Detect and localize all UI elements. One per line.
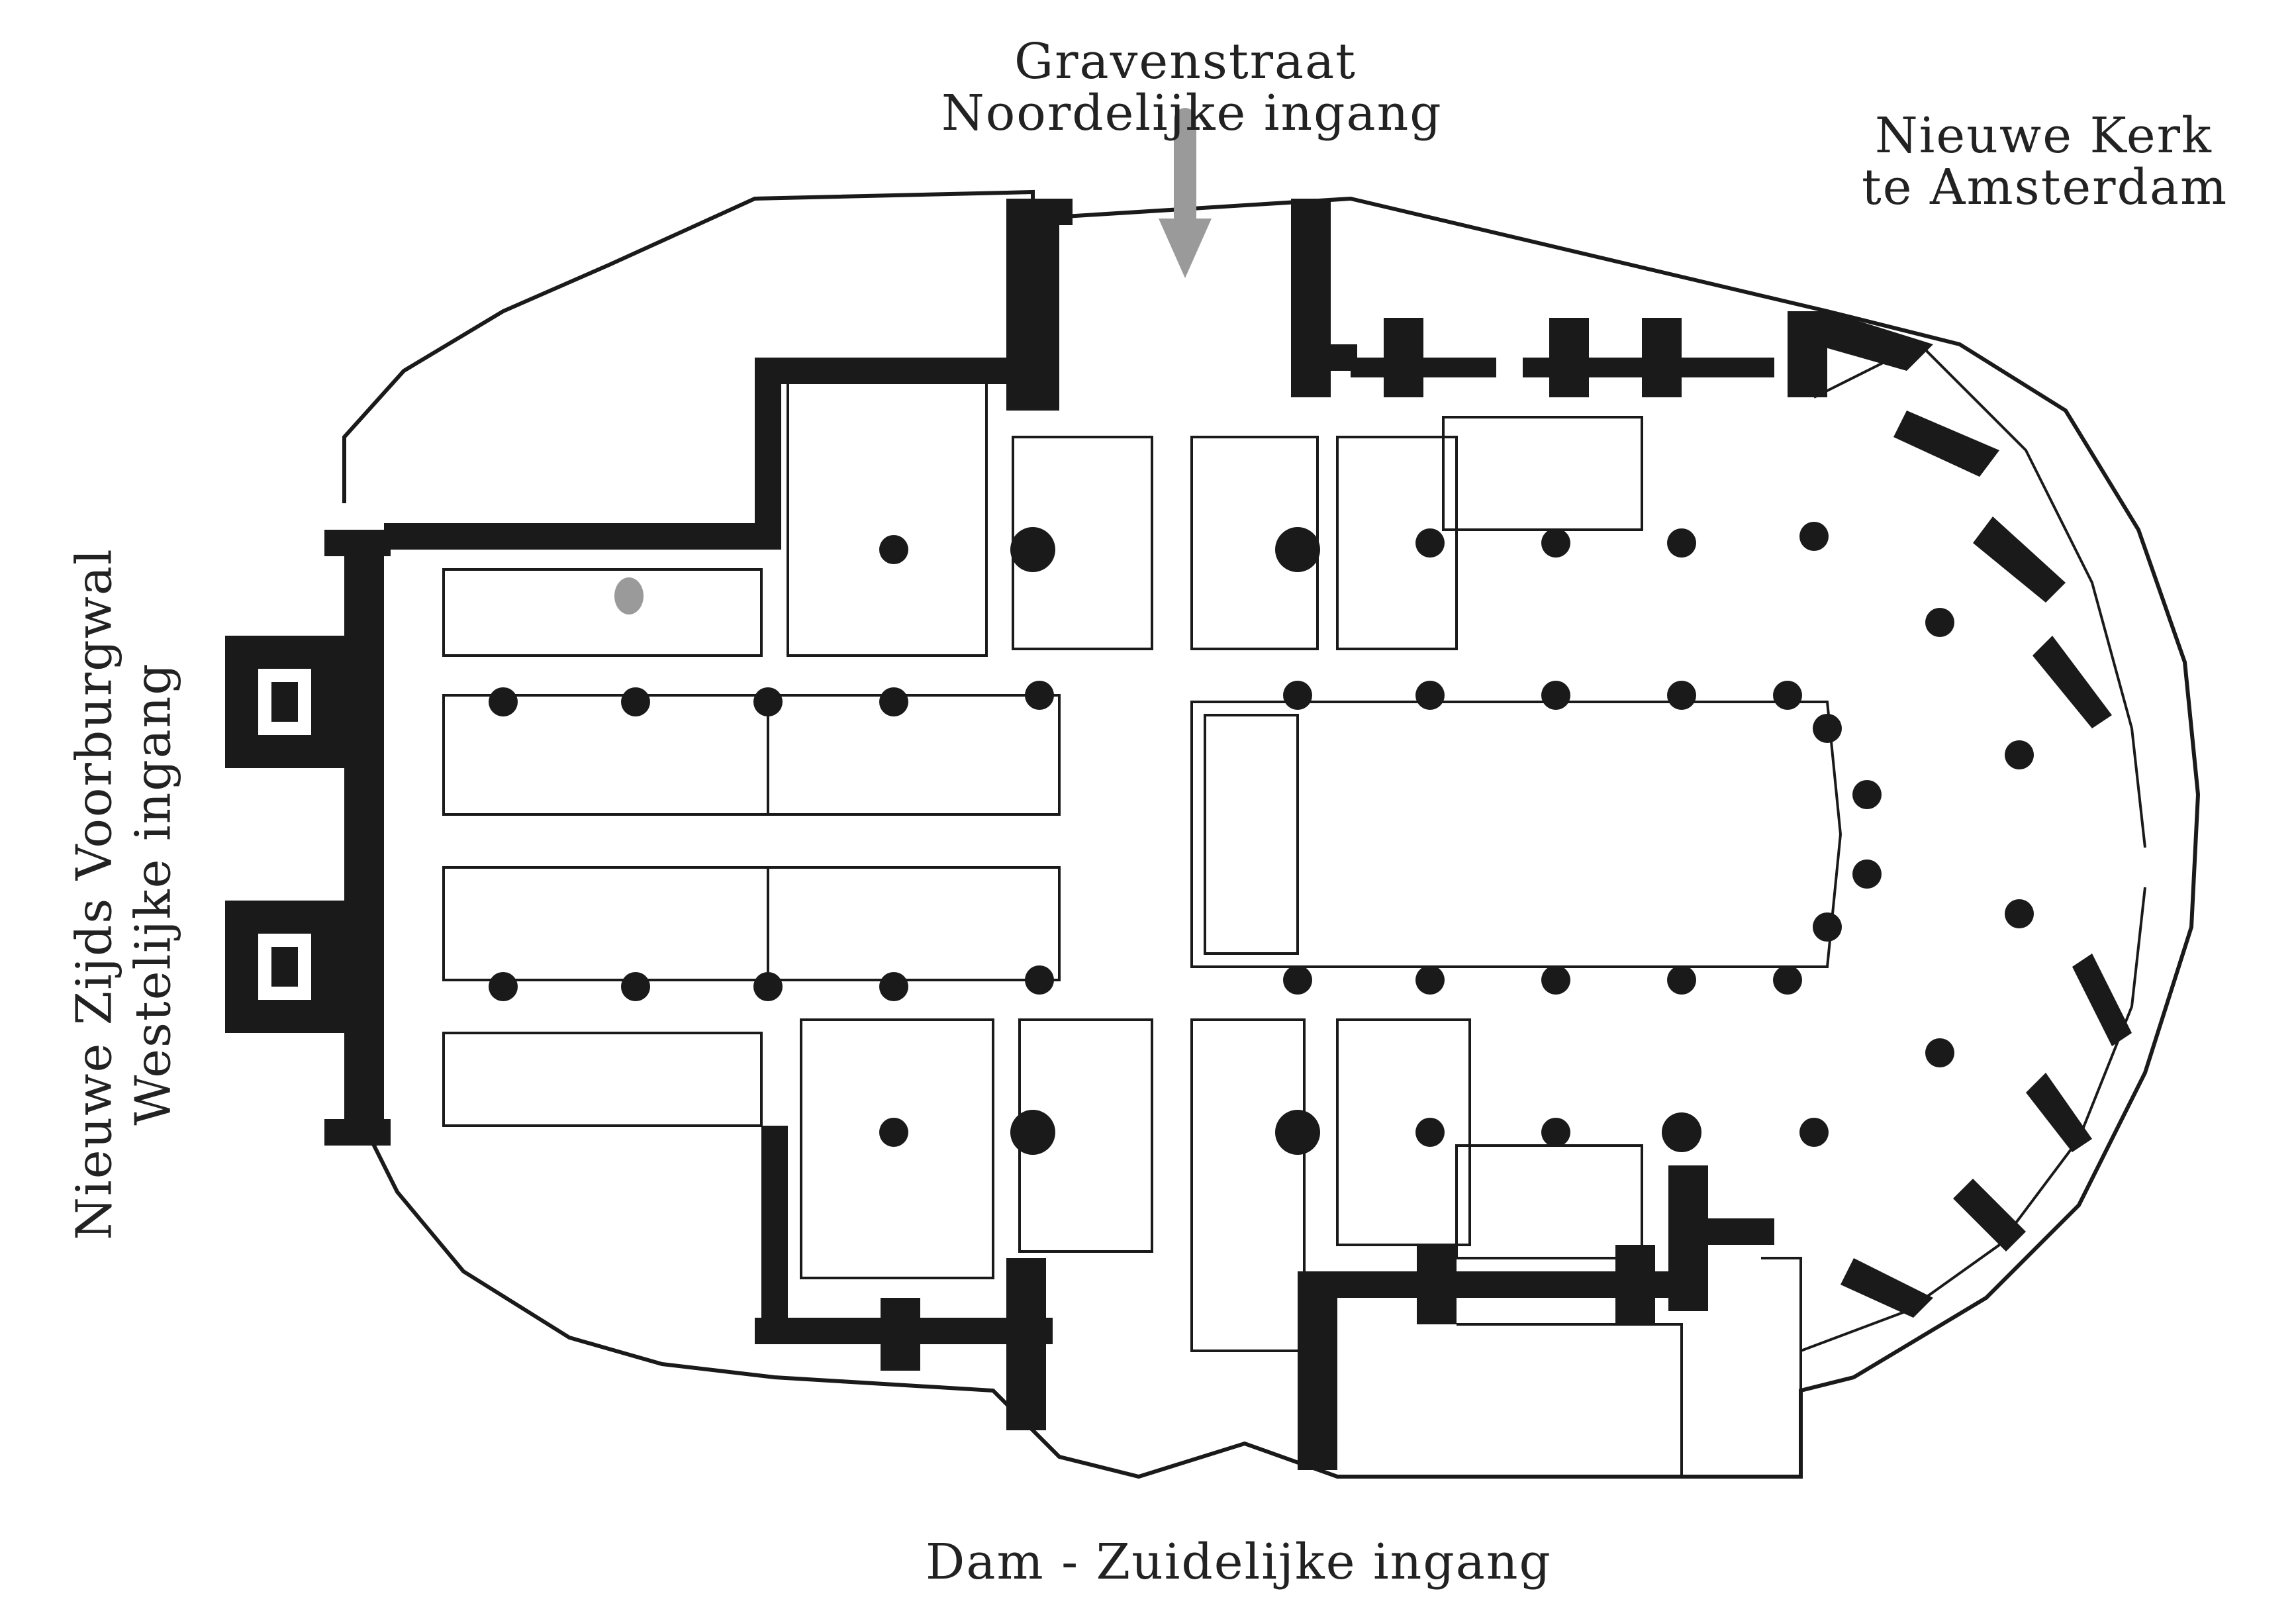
west-wall (344, 530, 384, 1139)
choir-outline (1190, 701, 1842, 968)
outer-wall (342, 189, 2201, 1479)
west-street-label: Nieuwe Zijds Voorburgwal (66, 548, 123, 1240)
north-wall-left (384, 523, 768, 550)
west-labels: Nieuwe Zijds Voorburgwal Westelijke inga… (61, 548, 187, 1240)
north-entrance-label: Noordelijke ingang (941, 85, 1443, 142)
north-entrance-arrow (614, 108, 1212, 614)
south-wall-left (761, 1126, 788, 1324)
west-entrance-label: Westelijke ingang (124, 662, 182, 1126)
title-line2: te Amsterdam (1862, 159, 2228, 216)
north-street-label: Gravenstraat (1014, 33, 1357, 90)
south-entrance-label: Dam - Zuidelijke ingang (926, 1534, 1552, 1591)
title-line1: Nieuwe Kerk (1875, 107, 2213, 164)
